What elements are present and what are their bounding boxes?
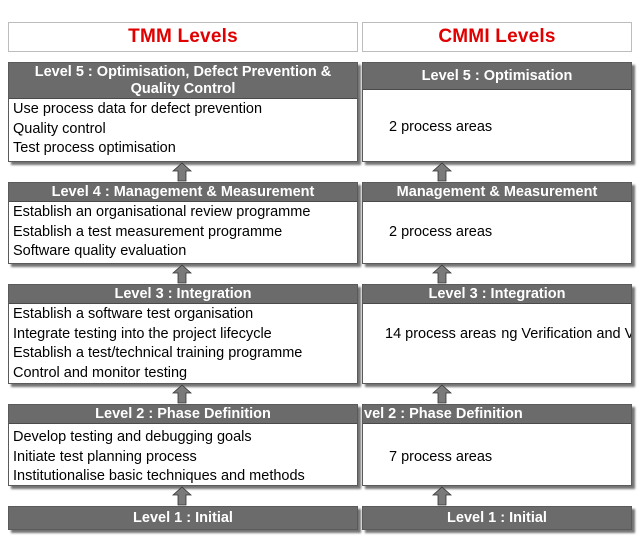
process-area-count: 14 process areas bbox=[385, 326, 497, 342]
list-item: Establish a test measurement programme bbox=[13, 223, 283, 240]
up-arrow-icon bbox=[432, 162, 452, 182]
tmm-level-3-items: Establish a software test organisation I… bbox=[9, 304, 357, 384]
cmmi-level-5-content: 2 process areas bbox=[363, 90, 631, 138]
list-item: Establish a test/technical training prog… bbox=[13, 345, 303, 361]
tmm-level-4-heading-text: Level 4 : Management & Measurement bbox=[51, 183, 315, 200]
cmmi-level-4-heading-text: Management & Measurement bbox=[396, 183, 598, 200]
process-area-count: 7 process areas bbox=[389, 449, 493, 465]
cmmi-level-3-content: 14 process areas ng Verification and Val… bbox=[363, 304, 631, 345]
cmmi-level-2-box: vel 2 : Phase Definition 7 process areas bbox=[362, 404, 632, 486]
tmm-level-2-heading: Level 2 : Phase Definition bbox=[9, 405, 357, 424]
tmm-level-5-heading-text: Level 5 : Optimisation, Defect Preventio… bbox=[34, 63, 332, 97]
cmmi-level-2-heading: vel 2 : Phase Definition bbox=[363, 405, 631, 424]
cmmi-level-1-box: Level 1 : Initial bbox=[362, 506, 632, 530]
cmmi-level-1-heading: Level 1 : Initial bbox=[363, 507, 631, 529]
cmmi-level-4-content: 2 process areas bbox=[363, 202, 631, 243]
cmmi-level-3-heading-text: Level 3 : Integration bbox=[428, 285, 566, 302]
list-item: Institutionalise basic techniques and me… bbox=[13, 468, 305, 484]
tmm-level-1-box: Level 1 : Initial bbox=[8, 506, 358, 530]
tmm-level-2-box: Level 2 : Phase Definition Develop testi… bbox=[8, 404, 358, 486]
cmmi-level-4-heading: Management & Measurement bbox=[363, 183, 631, 202]
list-item: Establish an organisational review progr… bbox=[13, 204, 311, 220]
cmmi-level-3-heading: Level 3 : Integration bbox=[363, 285, 631, 304]
tmm-level-3-heading: Level 3 : Integration bbox=[9, 285, 357, 304]
cmmi-title-text: CMMI Levels bbox=[438, 26, 556, 47]
list-item: Develop testing and debugging goals bbox=[13, 429, 252, 445]
up-arrow-icon bbox=[432, 486, 452, 506]
cmmi-level-3-box: Level 3 : Integration 14 process areas n… bbox=[362, 284, 632, 384]
cmmi-column-title: CMMI Levels bbox=[362, 22, 632, 52]
cmmi-level-5-heading: Level 5 : Optimisation bbox=[363, 63, 631, 90]
cmmi-level-2-heading-text: vel 2 : Phase Definition bbox=[364, 405, 523, 422]
list-item: Test process optimisation bbox=[13, 140, 176, 156]
process-area-note: ng Verification and Validation) bbox=[501, 326, 631, 342]
cmmi-level-5-box: Level 5 : Optimisation 2 process areas bbox=[362, 62, 632, 162]
tmm-level-5-heading: Level 5 : Optimisation, Defect Preventio… bbox=[9, 63, 357, 99]
cmmi-level-1-heading-text: Level 1 : Initial bbox=[447, 509, 547, 526]
tmm-column-title: TMM Levels bbox=[8, 22, 358, 52]
list-item: Establish a software test organisation bbox=[13, 306, 254, 322]
list-item: Quality control bbox=[13, 120, 106, 137]
up-arrow-icon bbox=[172, 264, 192, 284]
list-item: Initiate test planning process bbox=[13, 448, 197, 465]
tmm-level-1-heading-text: Level 1 : Initial bbox=[133, 509, 233, 526]
cmmi-level-5-heading-text: Level 5 : Optimisation bbox=[421, 67, 573, 84]
up-arrow-icon bbox=[172, 486, 192, 506]
list-item: Integrate testing into the project lifec… bbox=[13, 325, 272, 342]
tmm-level-5-box: Level 5 : Optimisation, Defect Preventio… bbox=[8, 62, 358, 162]
up-arrow-icon bbox=[432, 384, 452, 404]
list-item: Software quality evaluation bbox=[13, 243, 187, 259]
tmm-level-2-heading-text: Level 2 : Phase Definition bbox=[95, 405, 271, 422]
up-arrow-icon bbox=[172, 384, 192, 404]
cmmi-level-2-content: 7 process areas bbox=[363, 424, 631, 468]
tmm-level-2-items: Develop testing and debugging goals Init… bbox=[9, 424, 357, 488]
process-area-count: 2 process areas bbox=[389, 224, 493, 240]
list-item: Use process data for defect prevention bbox=[13, 101, 263, 117]
tmm-title-text: TMM Levels bbox=[128, 26, 238, 47]
tmm-level-3-heading-text: Level 3 : Integration bbox=[114, 285, 252, 302]
tmm-level-4-heading: Level 4 : Management & Measurement bbox=[9, 183, 357, 202]
list-item: Control and monitor testing bbox=[13, 364, 188, 381]
tmm-level-4-items: Establish an organisational review progr… bbox=[9, 202, 357, 263]
cmmi-level-4-box: Management & Measurement 2 process areas bbox=[362, 182, 632, 264]
tmm-level-5-items: Use process data for defect prevention Q… bbox=[9, 99, 357, 160]
tmm-level-3-box: Level 3 : Integration Establish a softwa… bbox=[8, 284, 358, 384]
up-arrow-icon bbox=[172, 162, 192, 182]
up-arrow-icon bbox=[432, 264, 452, 284]
tmm-level-4-box: Level 4 : Management & Measurement Estab… bbox=[8, 182, 358, 264]
tmm-level-1-heading: Level 1 : Initial bbox=[9, 507, 357, 529]
process-area-count: 2 process areas bbox=[389, 119, 493, 135]
